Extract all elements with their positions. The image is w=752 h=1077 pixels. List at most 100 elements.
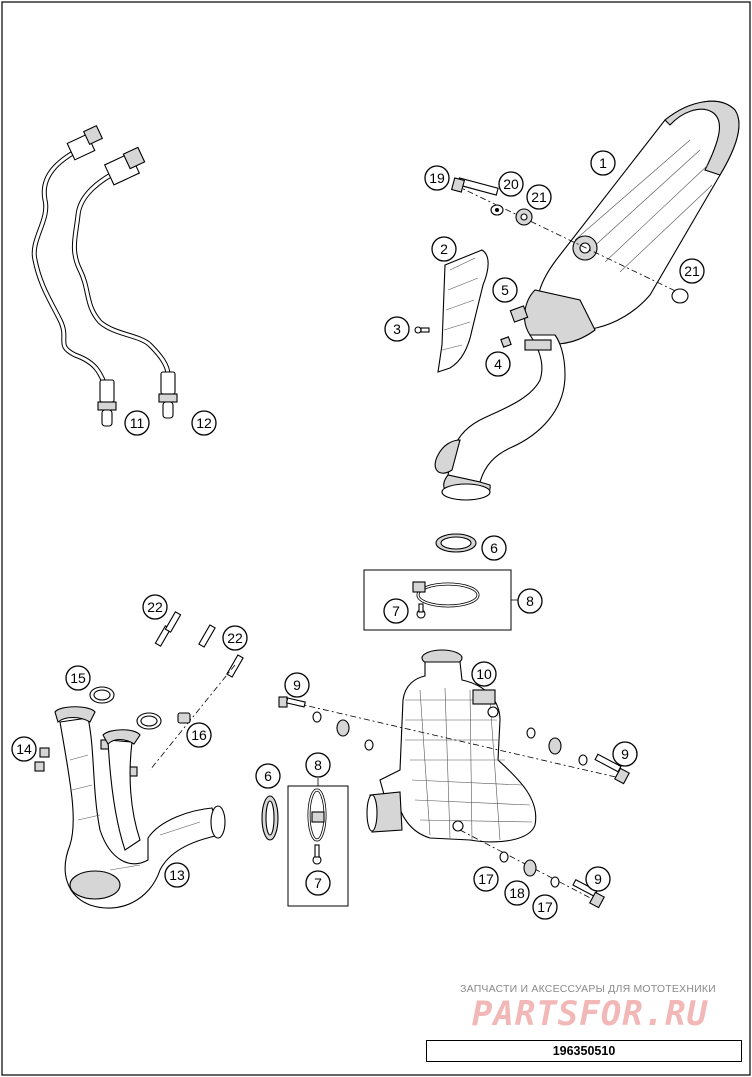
bolt-9c[interactable]	[572, 878, 605, 909]
callout-22b-label: 22	[227, 630, 243, 646]
callout-7a-label: 7	[392, 603, 400, 619]
callout-17b[interactable]: 17	[532, 894, 558, 920]
washer-set-9b[interactable]	[526, 727, 588, 766]
clamp-kit-box-a	[363, 569, 512, 631]
callout-20-label: 20	[503, 176, 519, 192]
washer-20[interactable]	[490, 204, 504, 216]
washer-set-9a[interactable]	[312, 711, 374, 751]
clamp-screw-7a[interactable]	[416, 603, 426, 619]
spring-nut-5[interactable]	[509, 305, 529, 323]
callout-4-label: 4	[494, 356, 502, 372]
callout-1[interactable]: 1	[590, 150, 616, 176]
callout-17a[interactable]: 17	[473, 866, 499, 892]
callout-2-label: 2	[440, 241, 448, 257]
stud-22a[interactable]	[154, 611, 182, 647]
callout-11-label: 11	[130, 415, 145, 431]
callout-9c[interactable]: 9	[585, 866, 611, 892]
callout-8b-label: 8	[314, 757, 322, 773]
callout-16[interactable]: 16	[186, 722, 212, 748]
callout-16-label: 16	[191, 727, 207, 743]
sleeve-16[interactable]	[177, 712, 191, 724]
stud-22b[interactable]	[198, 624, 244, 678]
callout-21b-label: 21	[684, 263, 700, 279]
gasket-6a[interactable]	[435, 533, 477, 553]
gasket-6b[interactable]	[261, 795, 279, 841]
callout-6b[interactable]: 6	[255, 763, 281, 789]
bolt-9a[interactable]	[278, 696, 306, 708]
callout-18[interactable]: 18	[504, 880, 530, 906]
callout-13-label: 13	[169, 867, 185, 883]
callout-17b-label: 17	[537, 899, 553, 915]
assembly-axis-silencer	[454, 184, 691, 299]
pre-silencer[interactable]	[366, 649, 537, 843]
callout-14-label: 14	[16, 741, 32, 757]
callout-8b[interactable]: 8	[305, 752, 331, 778]
callout-19[interactable]: 19	[424, 165, 450, 191]
lambda-sensor-12[interactable]	[71, 146, 178, 419]
callout-12-label: 12	[196, 415, 212, 431]
reference-number: 196350510	[426, 1040, 742, 1062]
callout-5-label: 5	[501, 282, 509, 298]
callout-14[interactable]: 14	[11, 736, 37, 762]
callout-7b[interactable]: 7	[305, 870, 331, 896]
callout-3[interactable]: 3	[384, 316, 410, 342]
callout-9a[interactable]: 9	[284, 672, 310, 698]
washer-17b[interactable]	[550, 876, 560, 888]
callout-6a-label: 6	[490, 540, 498, 556]
callout-6a[interactable]: 6	[481, 535, 507, 561]
callout-8a-label: 8	[526, 593, 534, 609]
heat-shield[interactable]	[437, 249, 489, 373]
callout-15-label: 15	[70, 670, 86, 686]
clamp-8a[interactable]	[412, 581, 480, 608]
callout-19-label: 19	[429, 170, 445, 186]
gasket-15a[interactable]	[89, 686, 115, 704]
assembly-axis-9c	[459, 829, 599, 903]
callout-9b-label: 9	[621, 746, 629, 762]
callout-20[interactable]: 20	[498, 171, 524, 197]
callout-9b[interactable]: 9	[612, 741, 638, 767]
clip-4[interactable]	[500, 336, 512, 348]
screw-3[interactable]	[414, 326, 430, 334]
callout-22b[interactable]: 22	[222, 625, 248, 651]
callout-5[interactable]: 5	[492, 277, 518, 303]
callout-22a[interactable]: 22	[142, 594, 168, 620]
callout-4[interactable]: 4	[485, 351, 511, 377]
bolt-19[interactable]	[450, 177, 499, 196]
callout-3-label: 3	[393, 321, 401, 337]
callout-6b-label: 6	[264, 768, 272, 784]
callout-10-label: 10	[476, 666, 492, 682]
callout-1-label: 1	[599, 155, 607, 171]
callout-18-label: 18	[509, 885, 525, 901]
callout-8a[interactable]: 8	[517, 588, 543, 614]
callout-11[interactable]: 11	[124, 410, 150, 436]
rubber-18[interactable]	[523, 859, 537, 877]
gasket-15b[interactable]	[136, 712, 162, 730]
callout-2[interactable]: 2	[431, 236, 457, 262]
bolt-9b[interactable]	[594, 753, 630, 785]
rubber-bushing-21a[interactable]	[515, 208, 533, 226]
callout-15[interactable]: 15	[65, 665, 91, 691]
callout-7a[interactable]: 7	[383, 598, 409, 624]
callout-21b[interactable]: 21	[679, 258, 705, 284]
callout-21a[interactable]: 21	[526, 184, 552, 210]
silencer[interactable]	[434, 100, 740, 501]
callout-10[interactable]: 10	[471, 661, 497, 687]
watermark-logo: PARTSFOR.RU	[471, 994, 709, 1034]
lambda-sensor-11[interactable]	[31, 124, 117, 427]
callout-13[interactable]: 13	[164, 862, 190, 888]
washer-17a[interactable]	[499, 851, 509, 863]
assembly-axis-header	[149, 664, 236, 771]
exhaust-manifold[interactable]	[54, 706, 226, 909]
callout-12[interactable]: 12	[191, 410, 217, 436]
callout-9c-label: 9	[594, 871, 602, 887]
rubber-bushing-21b[interactable]	[671, 288, 689, 304]
clamp-screw-7b[interactable]	[312, 844, 322, 865]
callout-7b-label: 7	[314, 875, 322, 891]
callout-22a-label: 22	[147, 599, 163, 615]
clamp-8b[interactable]	[307, 788, 327, 842]
callout-21a-label: 21	[531, 189, 547, 205]
watermark-caption: ЗАПЧАСТИ И АКСЕССУАРЫ ДЛЯ МОТОТЕХНИКИ	[460, 983, 716, 995]
